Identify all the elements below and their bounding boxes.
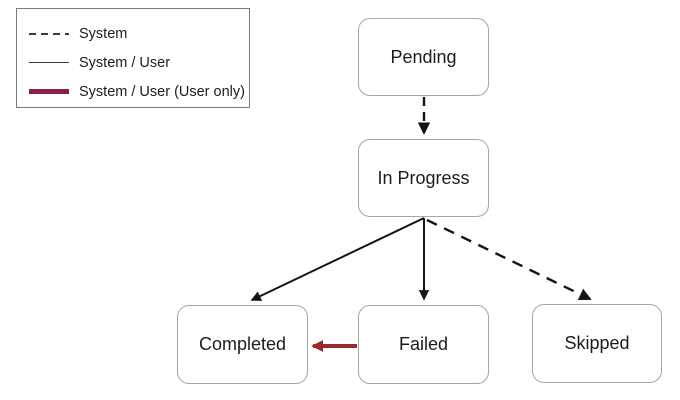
node-in-progress: In Progress bbox=[358, 139, 489, 217]
legend-label: System bbox=[79, 25, 128, 42]
legend-item-system-user: System / User bbox=[29, 48, 249, 77]
node-completed: Completed bbox=[177, 305, 308, 384]
legend-label: System / User (User only) bbox=[79, 83, 245, 100]
thick-line-swatch bbox=[29, 89, 69, 94]
node-label: Completed bbox=[198, 334, 287, 354]
legend: System System / User System / User (User… bbox=[16, 8, 250, 108]
legend-item-system: System bbox=[29, 19, 249, 48]
node-label: Pending bbox=[390, 46, 457, 67]
edge-in-progress-to-completed bbox=[250, 217, 425, 301]
node-skipped: Skipped bbox=[532, 304, 662, 383]
node-pending: Pending bbox=[358, 18, 489, 96]
legend-item-user-only: System / User (User only) bbox=[29, 77, 249, 106]
dashed-line-swatch bbox=[29, 32, 69, 35]
solid-line-swatch bbox=[29, 61, 69, 64]
legend-label: System / User bbox=[79, 54, 171, 71]
node-label: Failed bbox=[398, 334, 449, 354]
node-label: Skipped bbox=[564, 333, 630, 353]
edge-in-progress-to-skipped bbox=[426, 218, 592, 301]
node-label: In Progress bbox=[377, 167, 470, 188]
node-failed: Failed bbox=[358, 305, 489, 384]
